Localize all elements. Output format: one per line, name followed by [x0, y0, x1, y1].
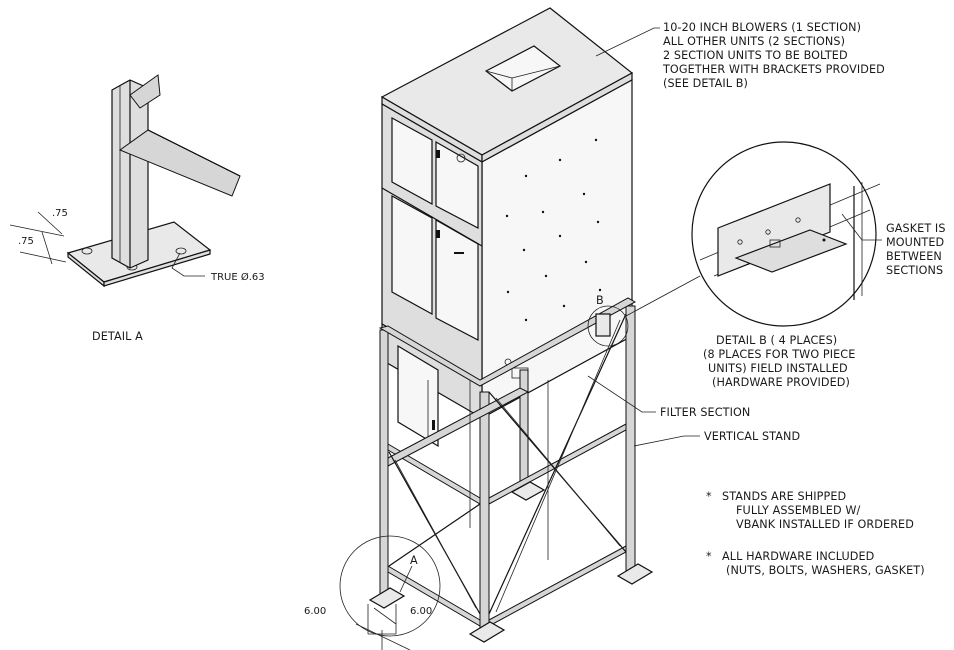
detail-a-circle: [339, 535, 441, 637]
vertical-stand-label: VERTICAL STAND: [704, 430, 800, 443]
stand-note-1-line-3: VBANK INSTALLED IF ORDERED: [736, 518, 914, 531]
detail-a-hole: [175, 247, 187, 255]
access-door: [391, 194, 433, 316]
foot-plate: [368, 587, 406, 609]
stand-note-2-line-1: ALL HARDWARE INCLUDED: [722, 550, 874, 563]
stand-leg: [379, 329, 389, 603]
blowers-note-1: 10-20 INCH BLOWERS (1 SECTION): [663, 21, 861, 34]
foot-plate: [468, 621, 506, 643]
detail-b-title-2: (8 PLACES FOR TWO PIECE: [703, 348, 855, 361]
gasket-label-2: MOUNTED: [886, 236, 944, 249]
foot-dim-left: 6.00: [304, 606, 326, 617]
blowers-note-3: 2 SECTION UNITS TO BE BOLTED: [663, 49, 848, 62]
stand-note-2-bullet: *: [706, 550, 712, 563]
detail-b-title-3: UNITS) FIELD INSTALLED: [708, 362, 848, 375]
detail-b-circle: [691, 141, 877, 327]
detail-b-title-4: (HARDWARE PROVIDED): [712, 376, 850, 389]
detail-a-view: .75 .75 TRUE Ø.63 DETAIL A: [9, 74, 265, 343]
stand-leg: [625, 305, 636, 579]
gasket-label-1: GASKET IS: [886, 222, 946, 235]
detail-a-dim-1: .75: [52, 208, 68, 219]
stand-notes: * STANDS ARE SHIPPED FULLY ASSEMBLED W/ …: [706, 490, 925, 577]
detail-b-gasket-plate: [734, 229, 848, 273]
foot-detail: A 6.00 6.00: [304, 535, 441, 650]
detail-b-view: GASKET IS MOUNTED BETWEEN SECTIONS DETAI…: [691, 141, 946, 389]
gasket-label-3: BETWEEN: [886, 250, 942, 263]
foot-dim-right: 6.00: [410, 606, 432, 617]
detail-b-title-1: DETAIL B ( 4 PLACES): [716, 334, 837, 347]
callouts: FILTER SECTION VERTICAL STAND: [587, 375, 800, 447]
rivet-pattern: [505, 138, 602, 322]
vertical-stand: [368, 297, 654, 643]
detail-b-marker-label: B: [596, 294, 604, 307]
blowers-note: 10-20 INCH BLOWERS (1 SECTION) ALL OTHER…: [595, 21, 885, 90]
detail-b-bracket: [717, 183, 831, 277]
access-door: [435, 140, 479, 229]
blowers-note-5: (SEE DETAIL B): [663, 77, 748, 90]
foot-detail-marker: A: [410, 554, 418, 567]
detail-a-title: DETAIL A: [92, 330, 143, 343]
stand-leg: [479, 391, 490, 635]
stand-note-1-line-2: FULLY ASSEMBLED W/: [736, 504, 860, 517]
detail-b-marker: B: [587, 275, 701, 347]
access-door: [391, 116, 433, 206]
stand-note-1-line-1: STANDS ARE SHIPPED: [722, 490, 846, 503]
main-unit: [380, 7, 634, 448]
gasket-label-4: SECTIONS: [886, 264, 943, 277]
stand-note-2-line-2: (NUTS, BOLTS, WASHERS, GASKET): [726, 564, 925, 577]
detail-a-hole-label: TRUE Ø.63: [210, 271, 265, 283]
detail-a-hole: [81, 247, 93, 255]
foot-plate: [510, 481, 546, 501]
blowers-note-4: TOGETHER WITH BRACKETS PROVIDED: [662, 63, 885, 76]
detail-b-small-circle: [587, 305, 629, 347]
filter-section-label: FILTER SECTION: [660, 406, 750, 419]
stand-note-1-bullet: *: [706, 490, 712, 503]
detail-a-dim-2: .75: [18, 236, 34, 247]
blowers-note-2: ALL OTHER UNITS (2 SECTIONS): [663, 35, 845, 48]
foot-plate: [616, 563, 654, 585]
